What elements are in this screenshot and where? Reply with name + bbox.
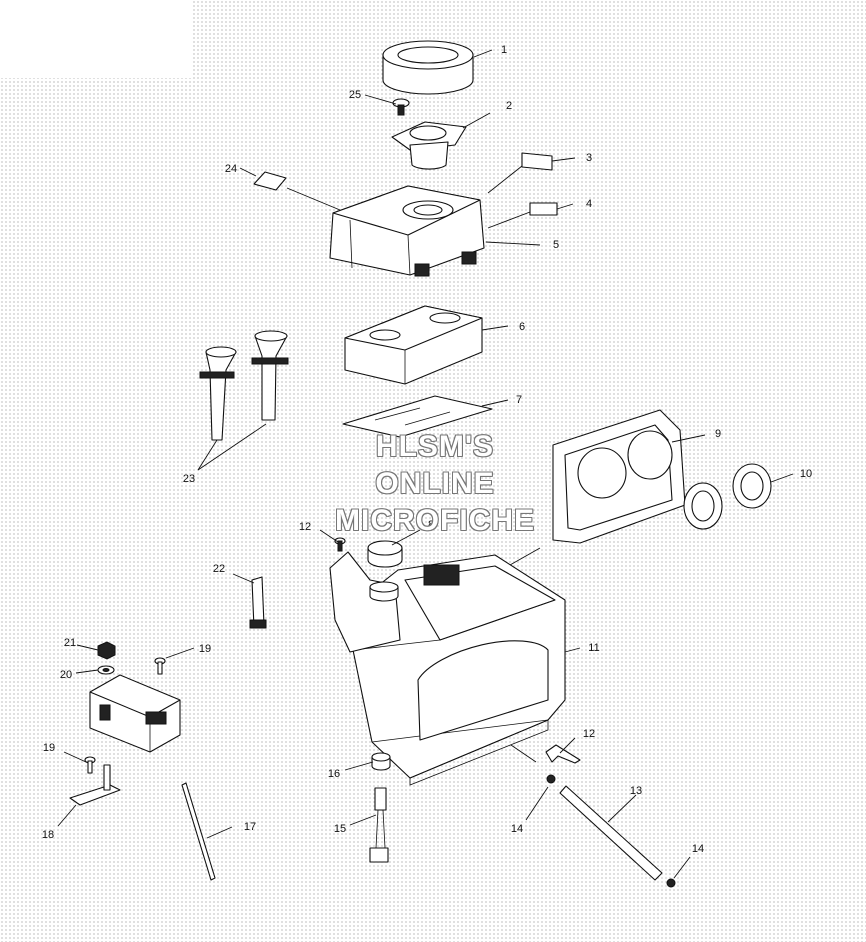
- part-14-clamp-right[interactable]: [666, 878, 676, 888]
- callout-4: 4: [586, 198, 592, 210]
- part-8-filler-cap[interactable]: [367, 540, 403, 568]
- callout-13: 13: [630, 785, 642, 797]
- callout-22: 22: [213, 563, 225, 575]
- part-16-grommet[interactable]: [371, 752, 391, 771]
- callout-9: 9: [715, 428, 721, 440]
- callout-3: 3: [586, 152, 592, 164]
- part-19-screw-upper[interactable]: [154, 657, 166, 675]
- callout-5: 5: [553, 239, 559, 251]
- part-11-airbox[interactable]: [329, 551, 566, 786]
- callout-11: 11: [588, 642, 599, 654]
- callout-6: 6: [519, 321, 525, 333]
- callout-19-upper: 19: [199, 643, 211, 655]
- part-21-nut[interactable]: [97, 641, 116, 660]
- part-17-strap[interactable]: [181, 782, 216, 881]
- callout-12-upper: 12: [299, 521, 311, 533]
- part-6-foam-filter[interactable]: [344, 305, 483, 385]
- blank-corner-patch: [0, 0, 192, 78]
- part-18-bracket[interactable]: [69, 764, 121, 806]
- control-module[interactable]: [89, 674, 181, 753]
- part-22-clip[interactable]: [249, 576, 267, 629]
- callout-15: 15: [334, 823, 346, 835]
- callout-17: 17: [244, 821, 256, 833]
- callout-10: 10: [800, 468, 812, 480]
- part-14-clamp-left[interactable]: [546, 774, 556, 784]
- part-1-foam-ring[interactable]: [382, 40, 474, 95]
- part-5-airbox-cover[interactable]: [329, 185, 485, 277]
- callout-14-left: 14: [511, 823, 523, 835]
- part-10-intake-boots[interactable]: [683, 463, 772, 530]
- callout-23: 23: [183, 473, 195, 485]
- callout-16: 16: [328, 768, 340, 780]
- part-7-gasket[interactable]: [342, 395, 493, 438]
- leader-lines: [57, 49, 794, 879]
- part-15-sensor[interactable]: [369, 787, 389, 863]
- callout-14-right: 14: [692, 843, 704, 855]
- callout-25: 25: [349, 89, 361, 101]
- part-9-adapter-plate[interactable]: [552, 409, 686, 544]
- callout-labels: 1 25 2 3 4 24 5 6 7 9 10 23 12 8 22 11 2…: [42, 44, 812, 855]
- part-12-fitting-lower[interactable]: [545, 744, 581, 764]
- callout-12-lower: 12: [583, 728, 595, 740]
- callout-8: 8: [428, 519, 434, 531]
- part-4-decal[interactable]: [529, 202, 558, 216]
- part-23-velocity-stacks[interactable]: [199, 330, 289, 441]
- part-13-drain-tube[interactable]: [559, 785, 663, 881]
- part-25-push-rivet[interactable]: [392, 98, 410, 116]
- part-2-intake-funnel[interactable]: [391, 121, 467, 170]
- part-12-screw-upper[interactable]: [334, 537, 346, 552]
- callout-1: 1: [501, 44, 507, 56]
- callout-18: 18: [42, 829, 54, 841]
- part-3-decal[interactable]: [521, 152, 553, 171]
- callout-20: 20: [60, 669, 72, 681]
- part-24-decal[interactable]: [253, 171, 287, 191]
- callout-19-lower: 19: [43, 742, 55, 754]
- part-19-screw-lower[interactable]: [84, 756, 96, 774]
- callout-2: 2: [506, 100, 512, 112]
- part-20-washer[interactable]: [97, 665, 115, 675]
- callout-7: 7: [516, 394, 522, 406]
- callout-24: 24: [225, 163, 237, 175]
- callout-21: 21: [64, 637, 76, 649]
